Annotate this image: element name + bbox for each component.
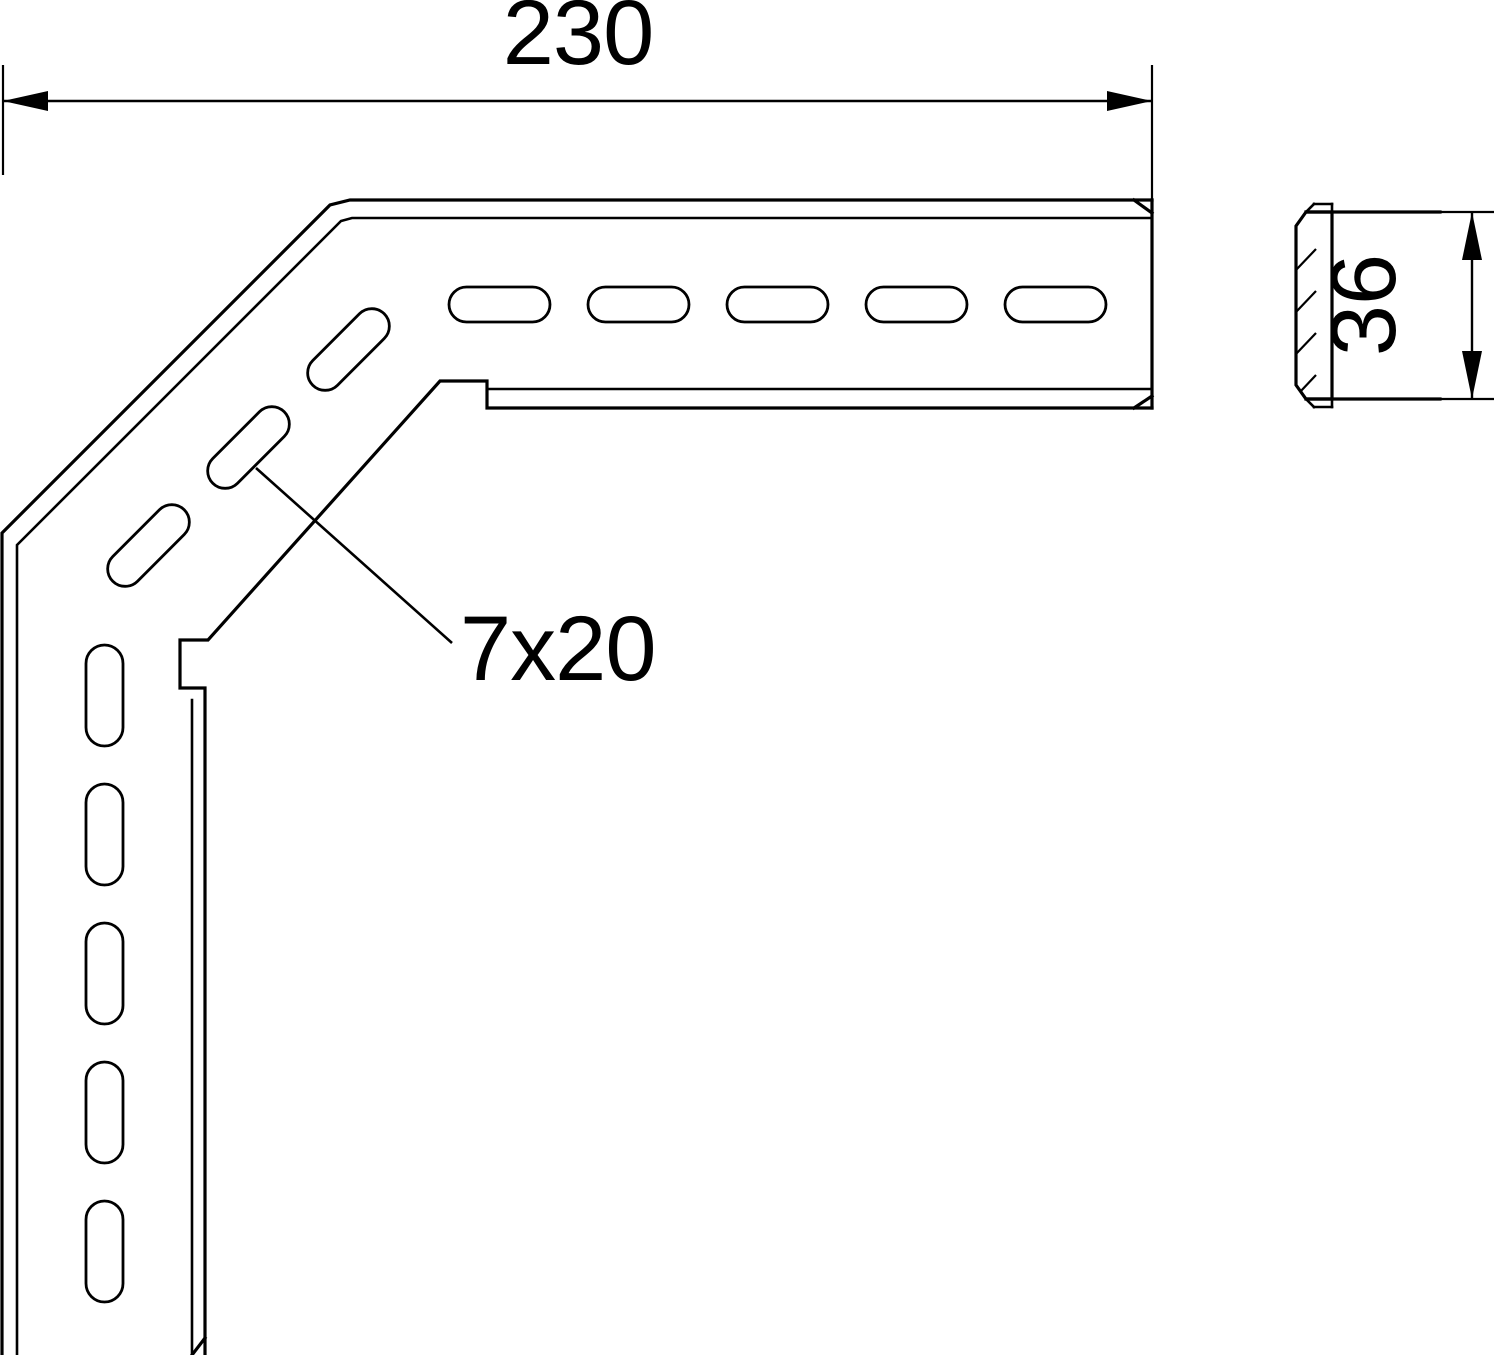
dimension-label-36: 36: [1313, 254, 1415, 356]
bracket-front-view: [0, 197, 1155, 1355]
vertical-slot-1: [84, 643, 125, 748]
chamfer-bottom-vertical: [189, 1335, 208, 1355]
horizontal-slot-2: [586, 285, 691, 324]
part-inner-contour: [178, 379, 1154, 1355]
diagonal-slot-1: [306, 307, 391, 392]
vertical-slot-2: [84, 782, 125, 887]
horizontal-slot-5: [1003, 285, 1108, 324]
leader-line-slot-size: [255, 467, 453, 644]
arrow-head-right: [1107, 91, 1152, 111]
side-view-lip-top: [1304, 202, 1316, 214]
annotation-slot-size: 7x20: [255, 467, 657, 700]
diagonal-slot-2: [206, 405, 291, 490]
diagonal-slot-group: [106, 307, 391, 588]
chamfer-bottom-right: [1131, 393, 1155, 411]
hatch-line-1: [1295, 248, 1317, 271]
horizontal-slot-1: [447, 285, 552, 324]
dimension-overall-length: 230: [1, 0, 1154, 215]
side-view-lip-bottom: [1304, 397, 1316, 409]
horizontal-slot-3: [725, 285, 830, 324]
vertical-slot-group: [84, 643, 125, 1304]
chamfer-top-right: [1131, 197, 1155, 216]
diagonal-slot-3: [106, 503, 191, 588]
arrow-head-top: [1462, 212, 1482, 260]
vertical-slot-5: [84, 1199, 125, 1304]
horizontal-slot-4: [864, 285, 969, 324]
arrow-head-bottom: [1462, 351, 1482, 399]
vertical-slot-4: [84, 1060, 125, 1165]
horizontal-slot-group: [447, 285, 1108, 324]
vertical-slot-3: [84, 921, 125, 1026]
bracket-side-view: [1294, 202, 1442, 409]
annotation-label-7x20: 7x20: [460, 598, 656, 700]
dimension-label-230: 230: [503, 0, 654, 84]
part-inner-fold-line-upper: [15, 216, 1154, 1355]
dimension-section-height: 36: [1313, 210, 1494, 401]
arrow-head-left: [3, 91, 48, 111]
hatch-line-3: [1295, 332, 1317, 355]
part-outer-contour-upper: [0, 198, 1154, 1355]
hatch-line-2: [1295, 290, 1317, 313]
side-view-hatching: [1295, 248, 1317, 393]
hatch-line-4: [1299, 374, 1317, 393]
